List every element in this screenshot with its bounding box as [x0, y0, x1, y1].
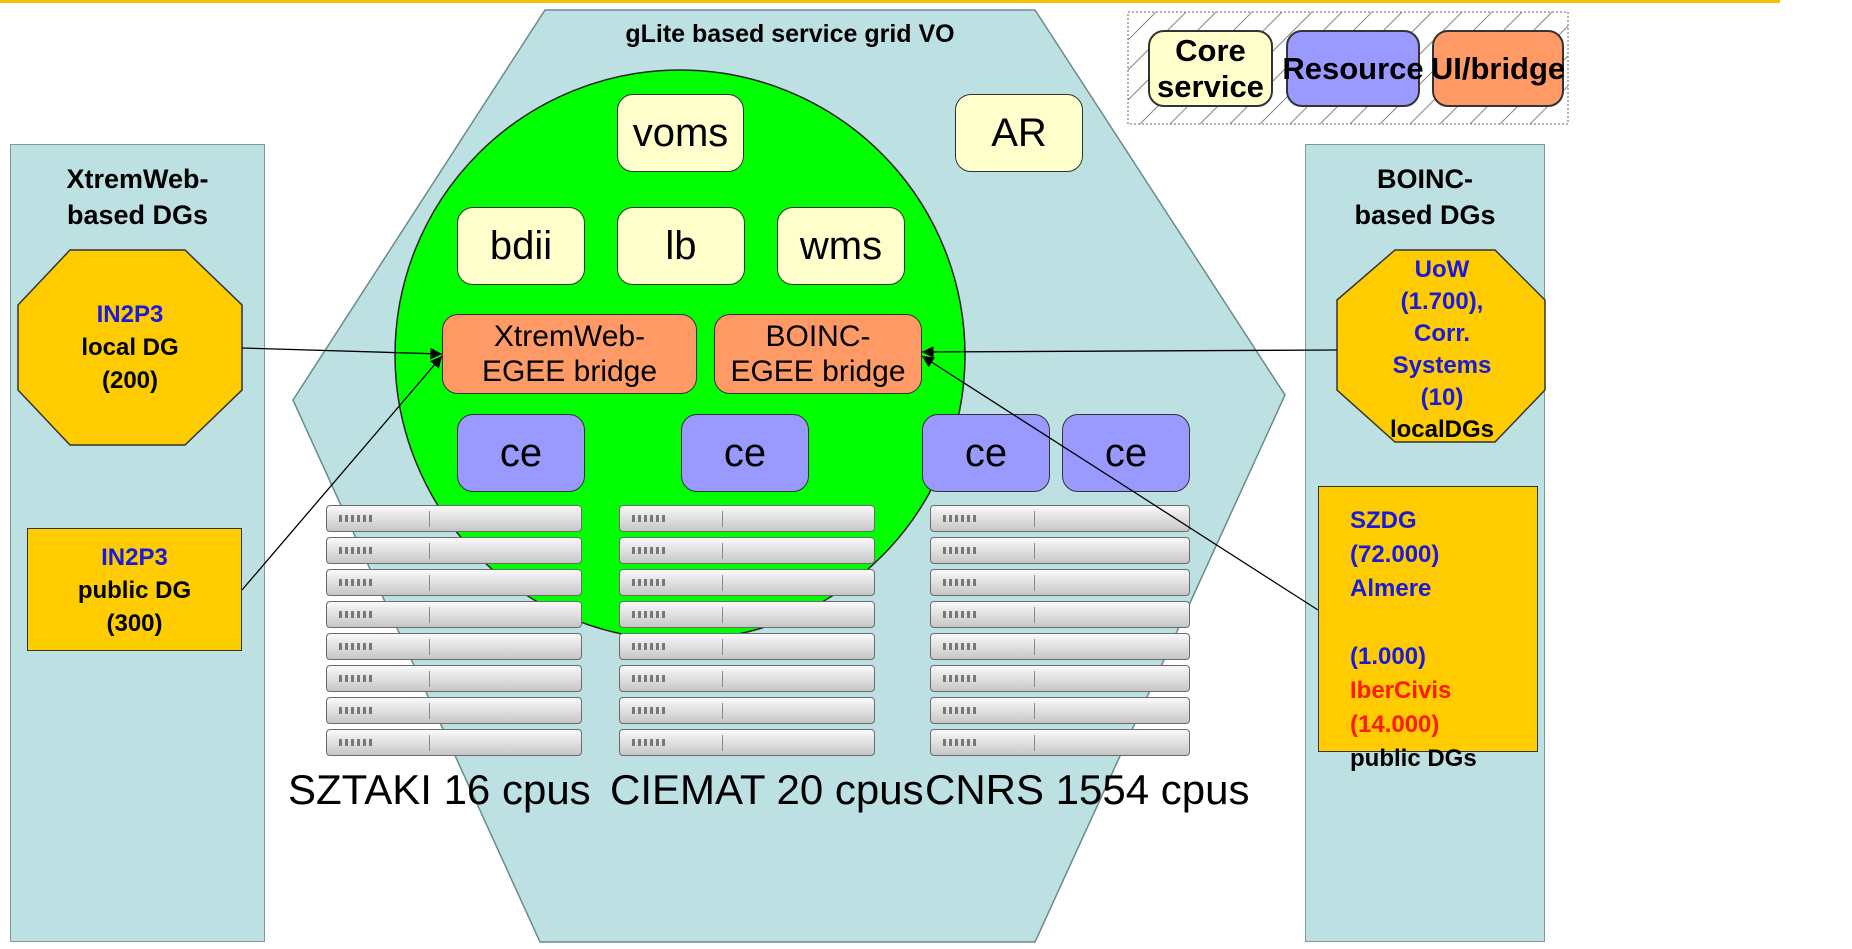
- server-unit: [619, 601, 875, 628]
- server-unit: [930, 697, 1190, 724]
- xtremweb-egee-bridge: XtremWeb-EGEE bridge: [442, 314, 697, 394]
- uow-local-dgs-label: UoW (1.700), Corr. Systems (10) localDGs: [1340, 254, 1544, 446]
- arrow-uow-to-boinc-bridge: [921, 346, 1338, 358]
- lb-service: lb: [617, 207, 745, 285]
- sztaki-caption: SZTAKI 16 cpus: [288, 766, 591, 813]
- in2p3-public-dg-box: [27, 528, 242, 651]
- server-unit: [930, 537, 1190, 564]
- server-unit: [326, 505, 582, 532]
- cnrs-server-rack: [930, 505, 1190, 756]
- legend-core-service: Core service: [1148, 30, 1273, 107]
- arrow-public-dgs-to-boinc-bridge: [921, 355, 1319, 611]
- legend-resource: Resource: [1282, 30, 1424, 107]
- legend-hatch-area: [1127, 11, 1569, 125]
- server-unit: [326, 537, 582, 564]
- vo-title: gLite based service grid VO: [625, 20, 955, 48]
- uow-suffix: localDGs: [1389, 416, 1495, 443]
- boinc-public-dgs-label: SZDG (72.000) Almere (1.000) IberCivis (…: [1350, 504, 1477, 776]
- local-dg-octagon: [17, 249, 243, 446]
- uow-octagon: [1336, 249, 1546, 443]
- uow-line4: Systems: [1392, 352, 1492, 379]
- ce-resource-cnrs-1: ce: [922, 414, 1050, 492]
- server-unit: [619, 633, 875, 660]
- almere-count: (1.000): [1350, 643, 1427, 670]
- server-unit: [619, 697, 875, 724]
- bdii-service: bdii: [457, 207, 585, 285]
- cnrs-caption: CNRS 1554 cpus: [925, 766, 1250, 813]
- server-unit: [930, 569, 1190, 596]
- server-unit: [326, 729, 582, 756]
- server-unit: [930, 601, 1190, 628]
- in2p3-public-text: public DG: [77, 577, 192, 604]
- server-unit: [619, 505, 875, 532]
- ce-resource-ciemat: ce: [681, 414, 809, 492]
- server-unit: [619, 569, 875, 596]
- ar-service: AR: [955, 94, 1083, 172]
- in2p3-local-count: (200): [101, 367, 159, 394]
- uow-line3: Corr.: [1413, 320, 1470, 347]
- szdg-count: (72.000): [1350, 541, 1440, 568]
- uow-line2: (1.700),: [1400, 288, 1484, 315]
- ibercivis-count: (14.000): [1350, 711, 1440, 738]
- ce-resource-sztaki: ce: [457, 414, 585, 492]
- arrow-public-dg-to-xtremweb-bridge: [241, 355, 443, 591]
- in2p3-local-dg-label: IN2P3 local DG (200): [20, 298, 240, 397]
- boinc-public-dgs-box: [1318, 486, 1538, 752]
- sztaki-server-rack: [326, 505, 582, 756]
- wms-service: wms: [777, 207, 905, 285]
- server-unit: [930, 665, 1190, 692]
- in2p3-public-dg-label: IN2P3 public DG (300): [27, 541, 242, 640]
- ibercivis-name: IberCivis: [1350, 677, 1452, 704]
- ce-resource-cnrs-2: ce: [1062, 414, 1190, 492]
- almere-name: Almere: [1350, 575, 1432, 602]
- uow-line5: (10): [1420, 384, 1464, 411]
- server-unit: [326, 665, 582, 692]
- server-unit: [326, 569, 582, 596]
- server-unit: [326, 697, 582, 724]
- top-accent-line: [0, 0, 1780, 3]
- server-unit: [619, 665, 875, 692]
- server-unit: [326, 601, 582, 628]
- public-dgs-suffix: public DGs: [1350, 745, 1477, 772]
- boinc-panel-title: BOINC-based DGs: [1354, 164, 1496, 230]
- in2p3-public-name: IN2P3: [101, 544, 168, 571]
- legend-ui-bridge: UI/bridge: [1431, 30, 1565, 107]
- server-unit: [930, 505, 1190, 532]
- in2p3-public-count: (300): [106, 610, 163, 637]
- server-unit: [619, 537, 875, 564]
- server-unit: [930, 633, 1190, 660]
- arrow-local-dg-to-xtremweb-bridge: [241, 347, 443, 360]
- server-unit: [619, 729, 875, 756]
- szdg-name: SZDG: [1350, 507, 1417, 534]
- uow-line1: UoW: [1414, 256, 1470, 283]
- ciemat-server-rack: [619, 505, 875, 756]
- ciemat-caption: CIEMAT 20 cpus: [610, 766, 924, 813]
- xtremweb-panel-title: XtremWeb-based DGs: [66, 164, 209, 230]
- boinc-egee-bridge: BOINC-EGEE bridge: [714, 314, 922, 394]
- server-unit: [930, 729, 1190, 756]
- server-unit: [326, 633, 582, 660]
- in2p3-local-name: IN2P3: [96, 301, 164, 328]
- voms-service: voms: [617, 94, 744, 172]
- in2p3-local-text: local DG: [81, 334, 179, 361]
